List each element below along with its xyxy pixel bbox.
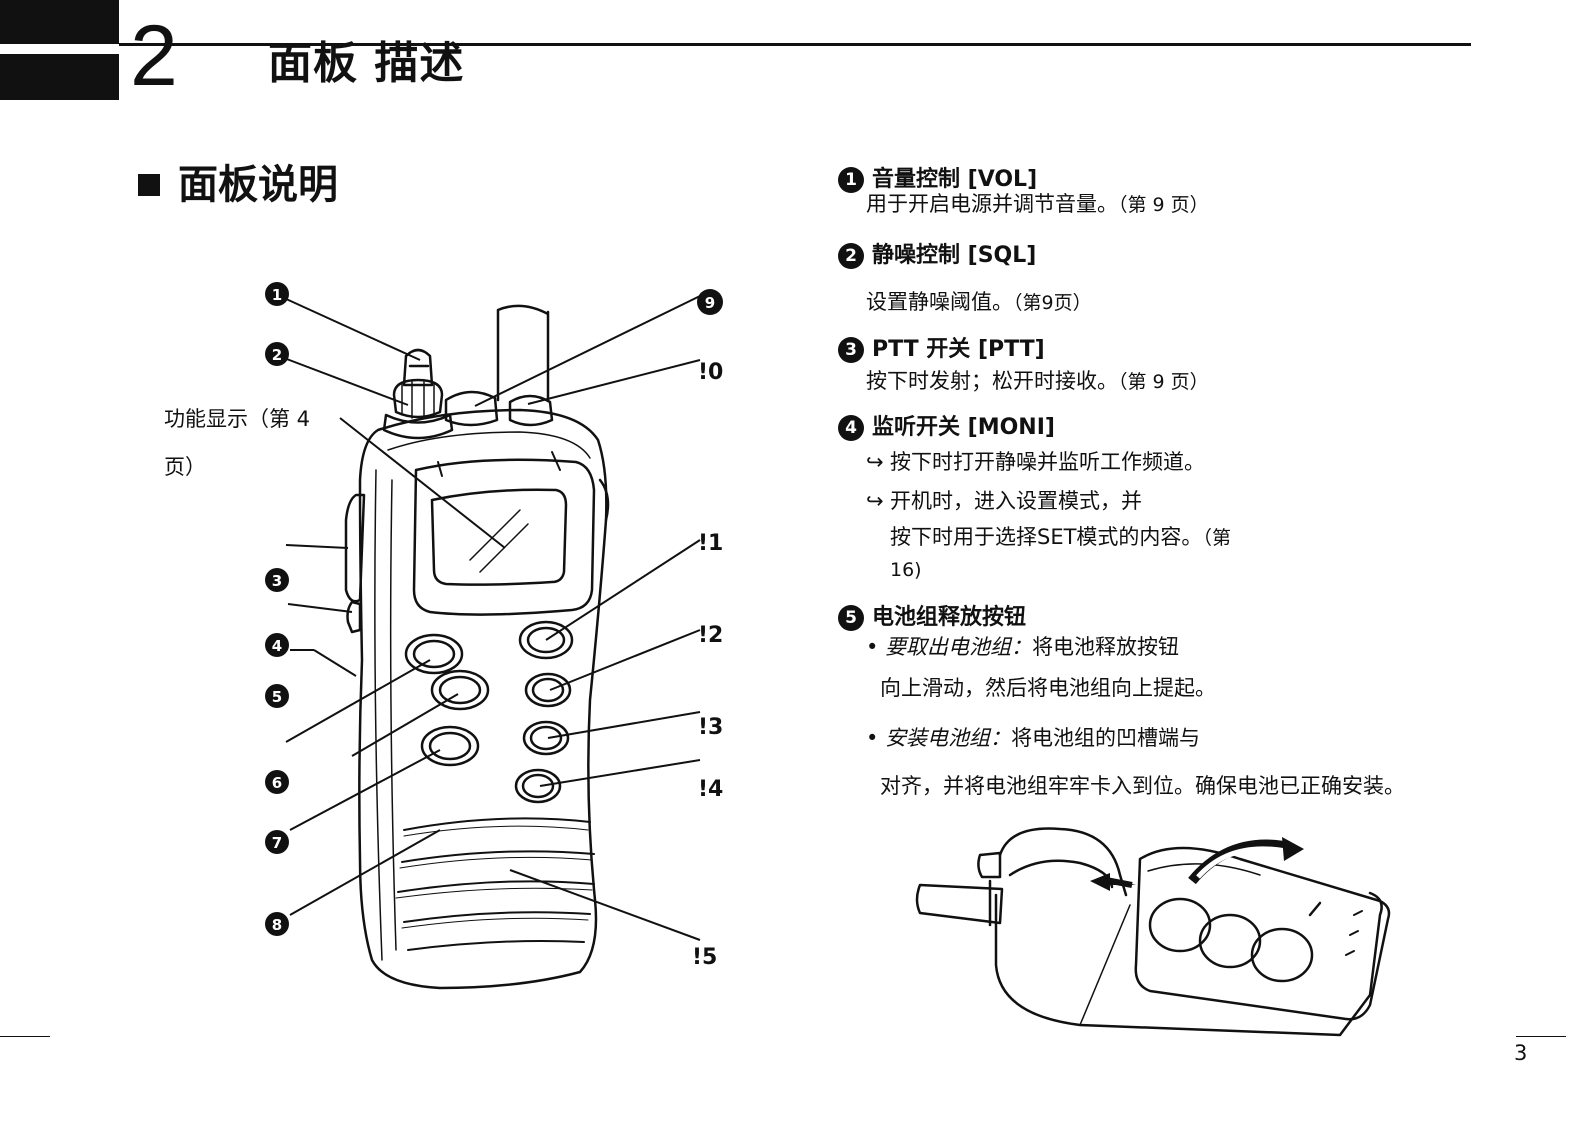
footer-rule-left: [0, 1036, 50, 1037]
display-screen: [430, 488, 568, 586]
callout-4: [265, 633, 289, 657]
battery-remove-line1: • 要取出电池组：将电池释放按钮: [866, 635, 1180, 659]
item-badge: 2: [838, 243, 864, 269]
item-badge: 5: [838, 605, 864, 631]
key-left-3: [420, 725, 480, 767]
side-button-right: [598, 478, 610, 522]
svg-text:3: 3: [272, 572, 282, 590]
item-ptt-desc: 按下时发射；松开时接收。（第 9 页）: [866, 369, 1209, 393]
item-badge: 4: [838, 415, 864, 441]
svg-text:6: 6: [272, 774, 282, 792]
chapter-number: 2: [130, 8, 178, 104]
battery-install-line2: 对齐，并将电池组牢牢卡入到位。确保电池已正确安装。: [880, 774, 1405, 798]
item-title: 音量控制 [VOL]: [872, 167, 1038, 192]
item-title: 监听开关 [MONI]: [872, 415, 1055, 440]
battery-pack: [1134, 846, 1391, 1021]
callout-11: !1: [698, 531, 723, 556]
item-vol: 1 音量控制 [VOL]: [838, 166, 1037, 194]
item-vol-desc: 用于开启电源并调节音量。（第 9 页）: [866, 192, 1209, 216]
item-moni: 4 监听开关 [MONI]: [838, 414, 1055, 442]
top-knob: [444, 390, 499, 427]
item-battery-release: 5 电池组释放按钮: [838, 604, 1026, 632]
chapter-title: 面板 描述: [268, 38, 465, 89]
vol-knob: [402, 348, 434, 387]
item-moni-bullet1: ↪按下时打开静噪并监听工作频道。: [866, 450, 1205, 474]
section-title-text: 面板说明: [178, 162, 338, 208]
key-right-2: [524, 672, 572, 708]
callout-9: [697, 289, 723, 315]
display-frame: [412, 458, 596, 616]
antenna: [496, 304, 550, 402]
callout-14: !4: [698, 777, 723, 802]
radio-front-diagram: 1 2 3 4 5 6 7 8 9 !0 !1 !2 !3 !4 !5: [265, 282, 723, 990]
callout-15: !5: [692, 945, 717, 970]
callout-labels-right: !0 !1 !2 !3 !4 !5: [692, 360, 723, 970]
chapter-tab-bar-top: [0, 0, 119, 44]
key-left-1: [404, 633, 464, 675]
display-label-line2: 页）: [164, 455, 206, 479]
item-sql: 2 静噪控制 [SQL]: [838, 242, 1036, 270]
svg-text:5: 5: [272, 688, 282, 706]
callout-10: !0: [698, 360, 723, 385]
item-moni-bullet2-ref: 16): [890, 559, 922, 581]
callout-2: [265, 342, 289, 366]
item-title: PTT 开关 [PTT]: [872, 337, 1045, 362]
item-title: 电池组释放按钮: [872, 605, 1027, 630]
callout-8: [265, 912, 289, 936]
callout-13: !3: [698, 715, 723, 740]
item-ptt: 3 PTT 开关 [PTT]: [838, 336, 1045, 364]
callout-5: [265, 684, 289, 708]
chapter-rule: [119, 43, 1471, 46]
display-label-line1: 功能显示（第 4: [164, 407, 311, 431]
footer-rule-right: [1516, 1036, 1566, 1037]
radio-body: [358, 408, 608, 990]
item-badge: 1: [838, 167, 864, 193]
callout-3: [265, 568, 289, 592]
svg-text:9: 9: [705, 294, 715, 312]
key-right-4: [514, 768, 562, 804]
bullet-arrow-icon: ↪: [866, 489, 884, 513]
item-moni-bullet2: ↪开机时，进入设置模式，并: [866, 489, 1142, 513]
ptt-switch: [344, 493, 366, 603]
svg-text:4: 4: [272, 637, 282, 655]
battery-pack-diagram: [915, 827, 1391, 1037]
callout-1: [265, 282, 289, 306]
item-sql-desc: 设置静噪阈值。（第9页）: [866, 290, 1092, 314]
item-badge: 3: [838, 337, 864, 363]
sql-knob: [392, 378, 444, 419]
callout-badges: 1 2 3 4 5 6 7 8 9: [265, 282, 723, 936]
item-moni-bullet2-cont: 按下时用于选择SET模式的内容。（第: [890, 525, 1231, 549]
key-right-1: [518, 620, 574, 660]
top-connector: [508, 394, 554, 427]
callout-6: [265, 770, 289, 794]
speaker-grille: [397, 817, 595, 951]
bullet-arrow-icon: ↪: [866, 450, 884, 474]
section-square-icon: [138, 174, 160, 196]
key-right-3: [522, 720, 570, 756]
battery-install-line1: • 安装电池组：将电池组的凹槽端与: [866, 726, 1201, 750]
moni-switch: [346, 600, 362, 634]
section-title: 面板说明: [138, 160, 338, 210]
direction-arrows: [1090, 837, 1304, 891]
svg-text:7: 7: [272, 834, 282, 852]
callout-12: !2: [698, 623, 723, 648]
battery-remove-line2: 向上滑动，然后将电池组向上提起。: [880, 676, 1216, 700]
svg-text:8: 8: [272, 916, 282, 934]
item-title: 静噪控制 [SQL]: [872, 243, 1037, 268]
chapter-tab-bar-bottom: [0, 54, 119, 100]
svg-text:2: 2: [272, 346, 282, 364]
callout-7: [265, 830, 289, 854]
key-left-2: [430, 669, 490, 711]
leader-lines: [283, 295, 701, 941]
svg-text:1: 1: [272, 286, 282, 304]
page-number: 3: [1514, 1041, 1528, 1065]
